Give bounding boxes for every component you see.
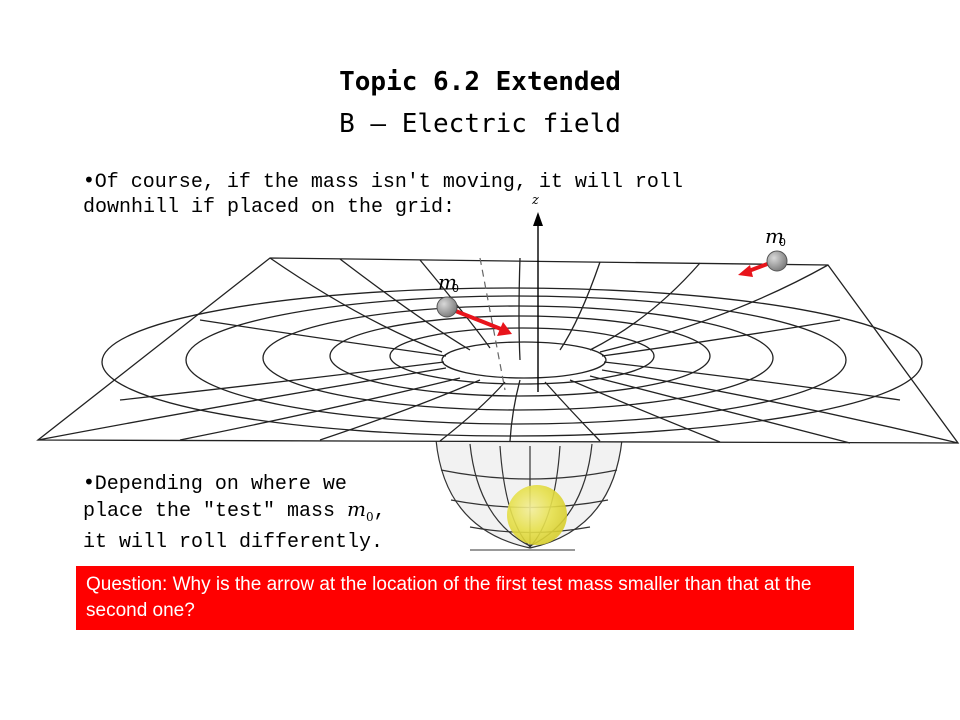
spacetime-grid	[36, 257, 960, 444]
question-box: Question: Why is the arrow at the locati…	[76, 566, 854, 630]
bullet-text-line-2: downhill if placed on the grid:	[83, 196, 456, 219]
z-axis-label: z	[531, 193, 539, 208]
bullet-marker: •	[83, 470, 95, 494]
test-mass-1-subscript: 0	[452, 282, 459, 295]
slide-subtitle: B — Electric field	[339, 109, 621, 139]
bullet-rolling-downhill: •Of course, if the mass isn't moving, it…	[83, 168, 683, 220]
slide-header: Topic 6.2 Extended B — Electric field	[0, 62, 960, 146]
slide-title: Topic 6.2 Extended	[339, 67, 621, 97]
bullet-marker: •	[83, 168, 95, 192]
bullet-text-line-2-prefix: place the "test" mass	[83, 500, 348, 523]
mass-symbol-letter: m	[347, 497, 367, 521]
test-mass-2-subscript: 0	[779, 236, 786, 249]
bullet-text-line-1: Depending on where we	[94, 473, 347, 496]
test-mass-2: m 0	[738, 224, 788, 277]
z-axis: z	[479, 193, 543, 392]
test-mass-1: m 0	[436, 270, 512, 336]
bullet-text-line-3: it will roll differently.	[83, 531, 384, 554]
test-mass-1-symbol: m	[438, 270, 457, 294]
bullet-test-mass-placement: •Depending on where we place the "test" …	[83, 470, 386, 555]
mass-symbol: m0	[347, 497, 374, 524]
bullet-text-line-1: Of course, if the mass isn't moving, it …	[94, 171, 683, 194]
bullet-text-line-2-suffix: ,	[373, 500, 386, 523]
test-mass-2-symbol: m	[765, 224, 784, 248]
central-mass	[507, 485, 567, 545]
mass-symbol-subscript: 0	[366, 510, 374, 524]
